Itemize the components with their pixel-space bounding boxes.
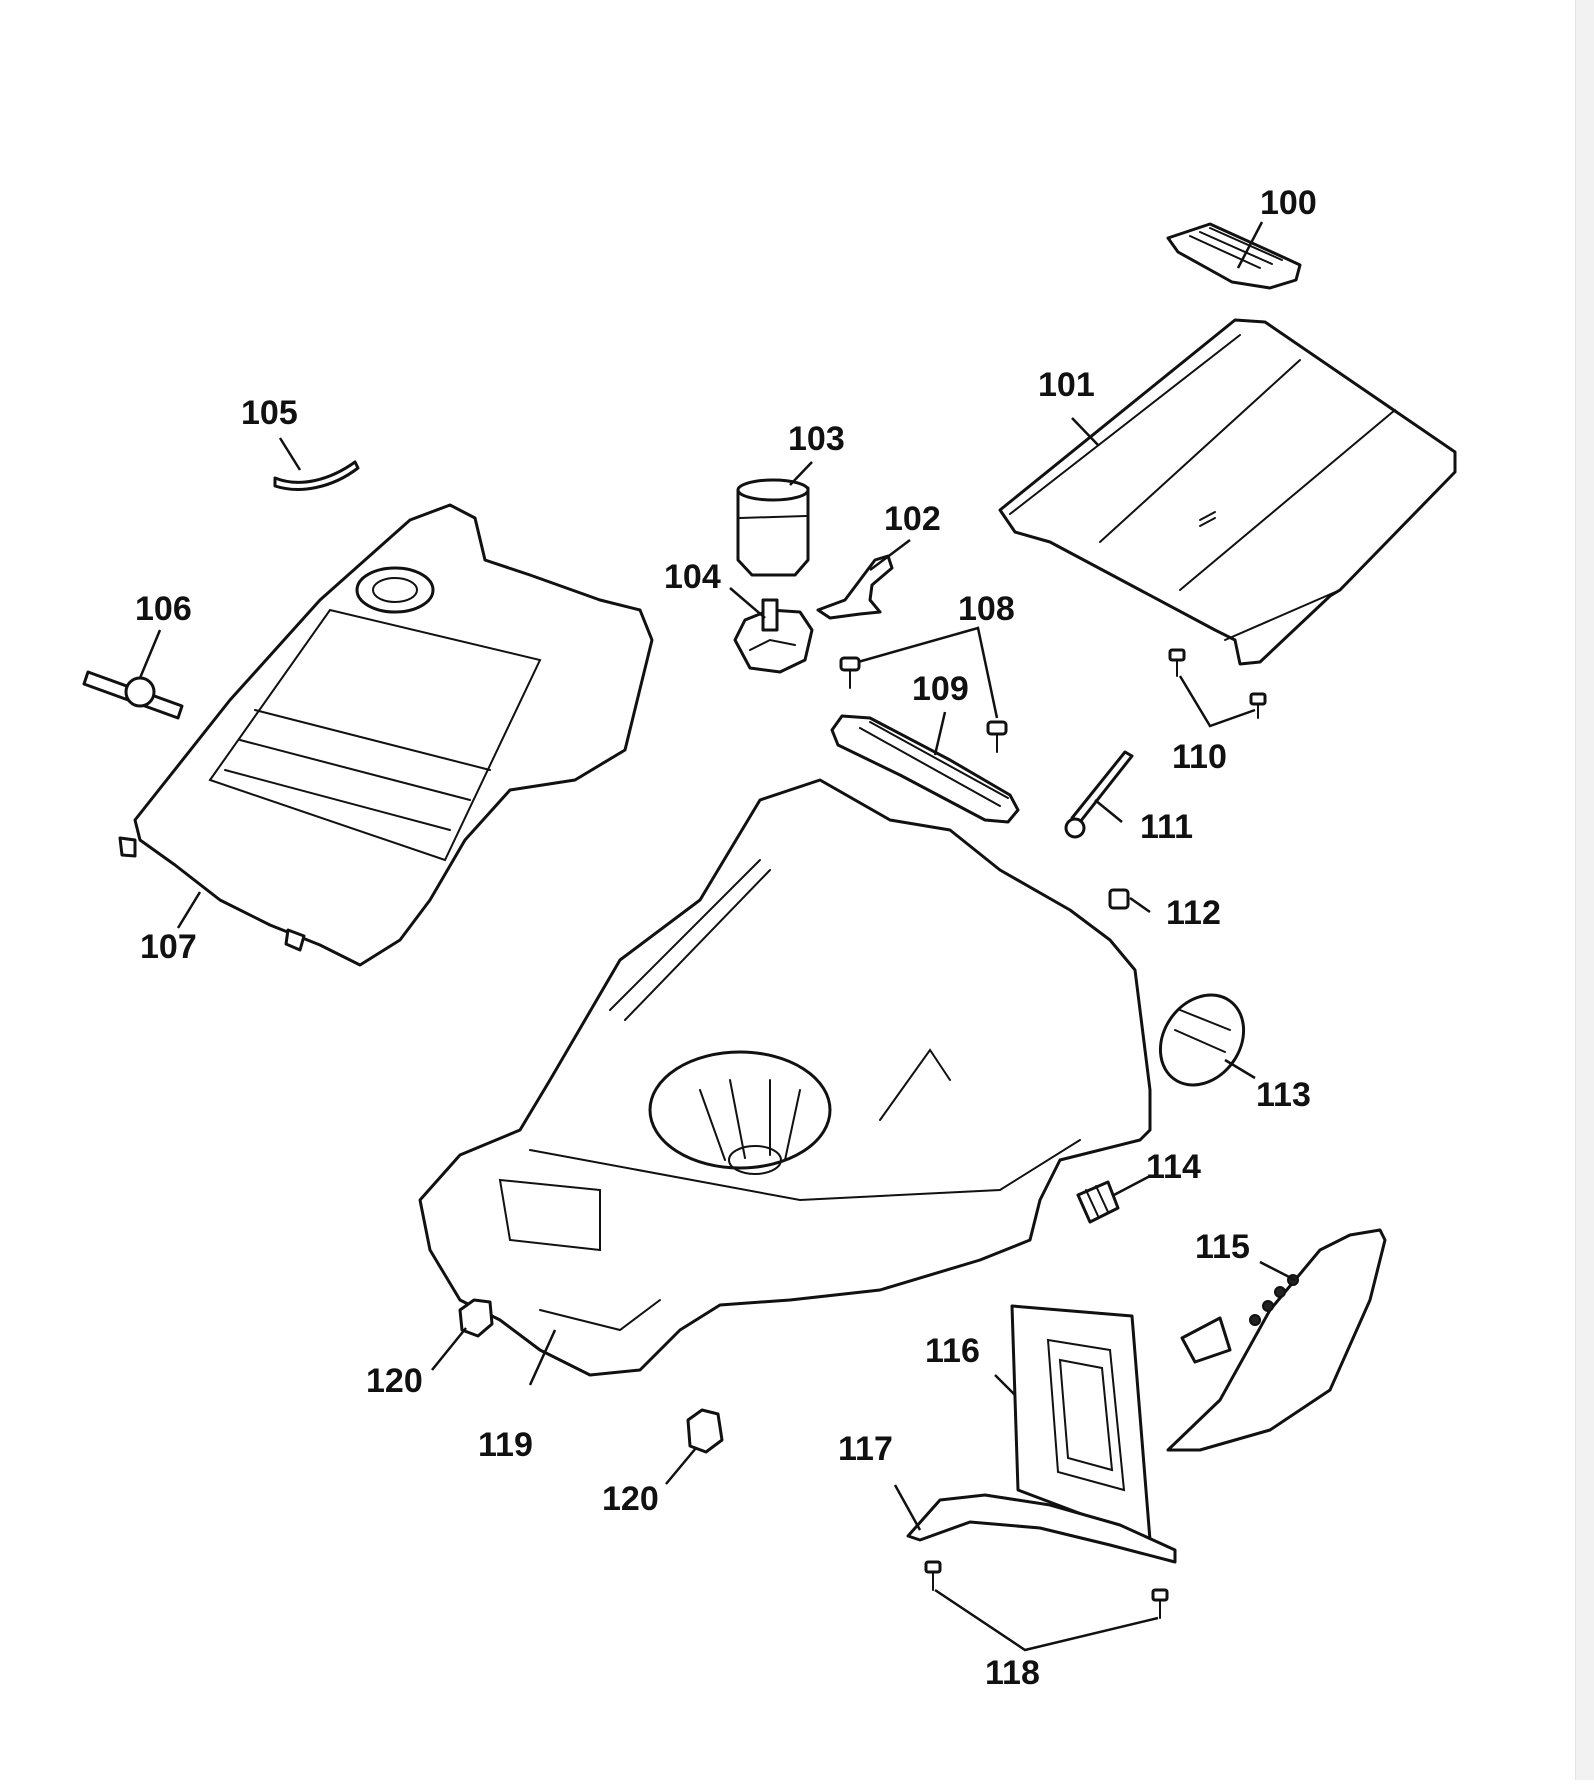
label-107: 107 — [140, 928, 197, 966]
label-115: 115 — [1195, 1228, 1250, 1266]
label-116: 116 — [925, 1332, 980, 1370]
part-115-side-discharge — [1166, 1228, 1387, 1452]
part-100-grip-handle — [1166, 221, 1302, 290]
screw-icon — [1151, 1588, 1169, 1619]
label-106: 106 — [135, 590, 192, 628]
label-102: 102 — [884, 500, 941, 538]
part-103-chute-tube — [736, 461, 813, 577]
part-108-bolts — [839, 626, 1008, 753]
scrollbar-track[interactable] — [1575, 0, 1594, 1780]
part-104-knob-base — [729, 587, 814, 674]
part-113-cap — [1158, 993, 1256, 1087]
part-112-nut — [1108, 888, 1151, 914]
label-120-a: 120 — [366, 1362, 423, 1400]
part-114-spring — [1076, 1174, 1151, 1224]
part-118-screws — [924, 1560, 1169, 1652]
label-111: 111 — [1140, 808, 1193, 846]
label-118: 118 — [985, 1654, 1040, 1692]
screw-icon — [924, 1560, 942, 1591]
label-105: 105 — [241, 394, 298, 432]
label-103: 103 — [788, 420, 845, 458]
label-110: 110 — [1172, 738, 1227, 776]
label-117: 117 — [838, 1430, 893, 1468]
bolt-icon — [839, 656, 861, 689]
part-109-grip-bar — [830, 711, 1020, 824]
part-107-top-cover — [118, 503, 654, 967]
part-106-badge — [82, 629, 184, 720]
part-105-rubber-strip — [273, 437, 360, 491]
label-112: 112 — [1166, 894, 1221, 932]
part-101-rear-cover — [998, 318, 1457, 666]
label-113: 113 — [1256, 1076, 1311, 1114]
part-120-clip-b — [665, 1408, 724, 1485]
label-119: 119 — [478, 1426, 533, 1464]
part-117-rail — [893, 1484, 1177, 1564]
label-108: 108 — [958, 590, 1015, 628]
label-120-b: 120 — [602, 1480, 659, 1518]
screw-icon — [1249, 692, 1267, 719]
label-114: 114 — [1146, 1148, 1201, 1186]
bolt-icon — [986, 720, 1008, 753]
label-101: 101 — [1038, 366, 1095, 404]
part-120-clip-a — [431, 1298, 494, 1371]
screw-icon — [1168, 648, 1186, 677]
part-111-spring-lever — [1064, 750, 1134, 839]
part-110-screws — [1168, 648, 1267, 728]
part-102-lever — [816, 539, 911, 620]
label-104: 104 — [664, 558, 721, 596]
label-109: 109 — [912, 670, 969, 708]
label-100: 100 — [1260, 184, 1317, 222]
part-119-mower-deck — [418, 778, 1152, 1386]
